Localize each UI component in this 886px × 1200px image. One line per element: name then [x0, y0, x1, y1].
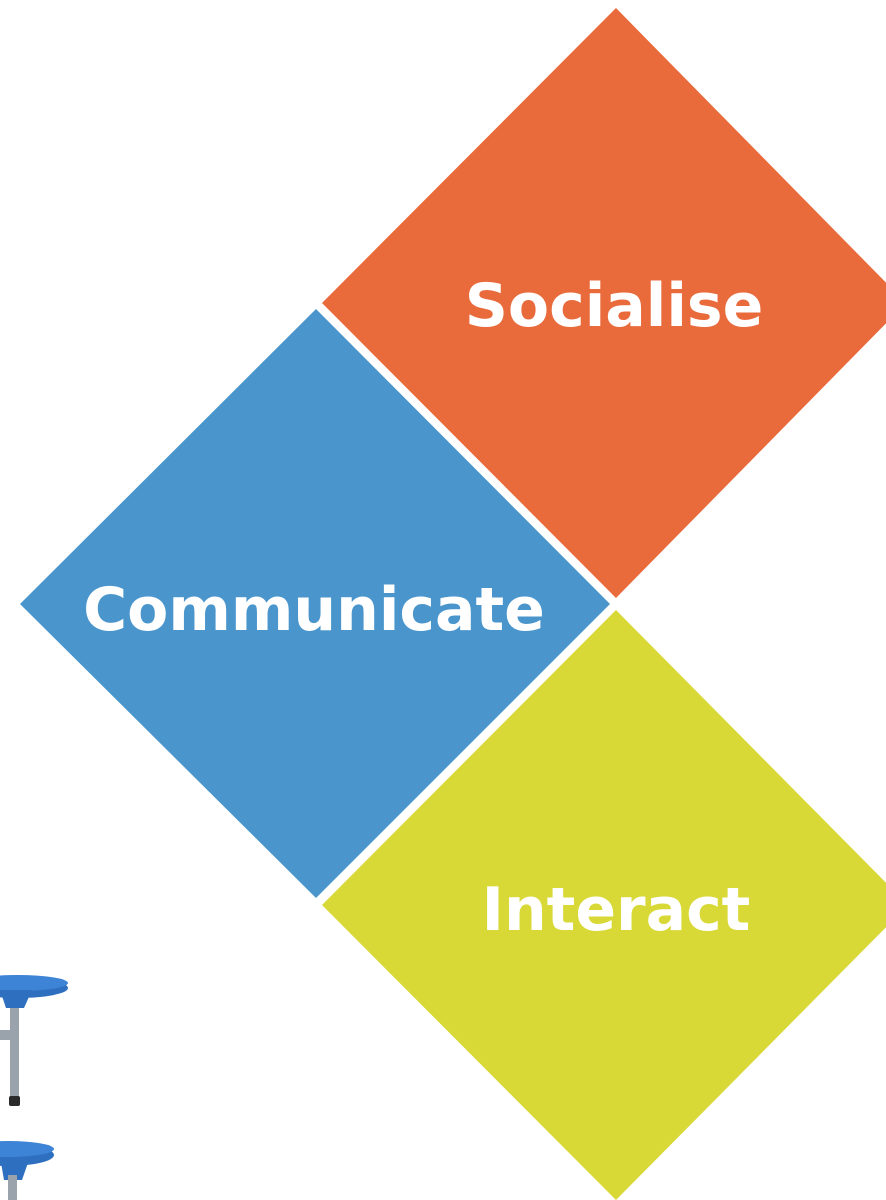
diamond-interact-label: Interact [482, 875, 751, 945]
diamond-interact-shape [322, 610, 886, 1200]
diamond-communicate-label: Communicate [83, 575, 545, 645]
diamond-socialise-shape [322, 8, 886, 598]
diamond-communicate: Communicate [20, 309, 610, 898]
stool-icon [0, 975, 68, 1200]
stool-lower-icon [0, 1141, 54, 1200]
diamond-socialise: Socialise [322, 8, 886, 598]
stool-upper-icon [0, 975, 68, 1106]
diamond-socialise-label: Socialise [465, 271, 764, 341]
diamond-interact: Interact [322, 610, 886, 1200]
diamond-communicate-shape [20, 309, 610, 898]
